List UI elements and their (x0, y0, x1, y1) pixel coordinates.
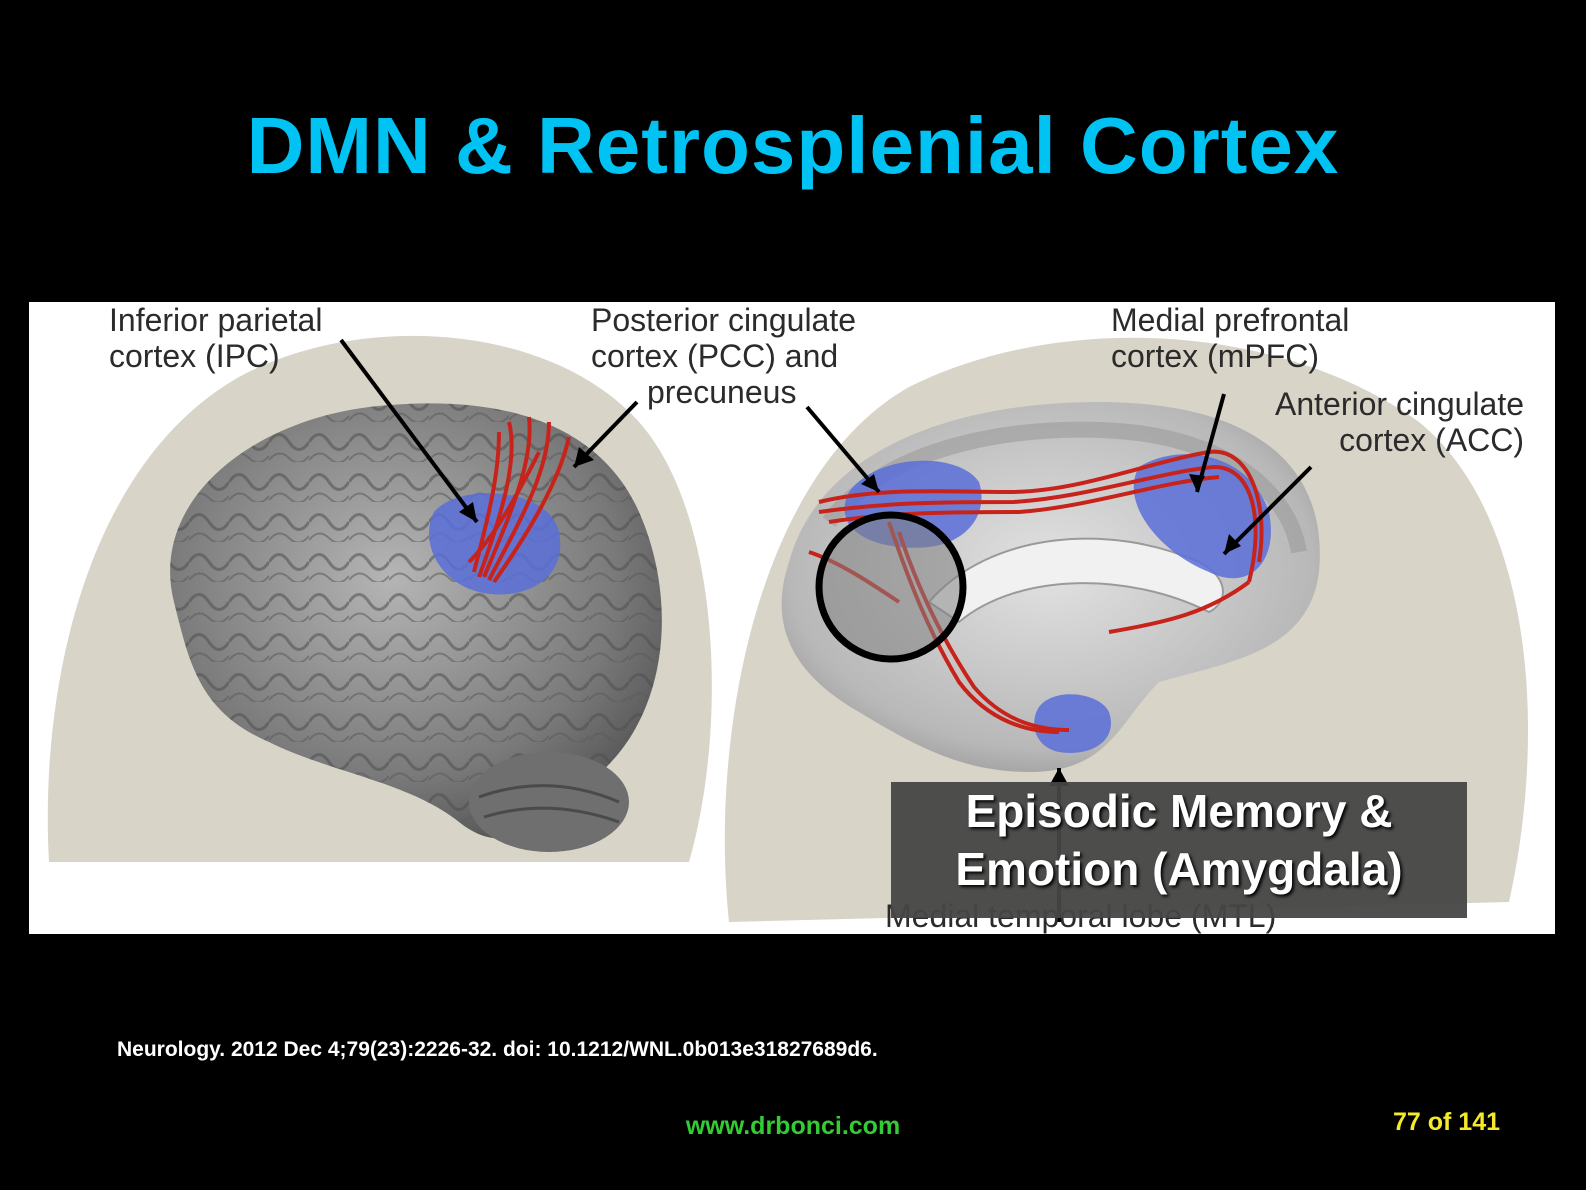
label-pcc: Posterior cingulate cortex (PCC) and pre… (591, 302, 856, 410)
label-mpfc-line2: cortex (mPFC) (1111, 338, 1319, 374)
label-pcc-line1: Posterior cingulate (591, 302, 857, 338)
citation: Neurology. 2012 Dec 4;79(23):2226-32. do… (117, 1038, 878, 1061)
label-pcc-line2: cortex (PCC) and (591, 338, 839, 374)
callout-line1: Episodic Memory & (965, 785, 1393, 837)
label-pcc-line3: precuneus (647, 374, 797, 410)
label-acc: Anterior cingulate cortex (ACC) (1275, 386, 1524, 458)
brain-figure: Inferior parietal cortex (IPC) Posterior… (29, 302, 1555, 934)
episodic-memory-callout: Episodic Memory & Emotion (Amygdala) (891, 782, 1467, 918)
label-ipc: Inferior parietal cortex (IPC) (109, 302, 322, 374)
callout-line2: Emotion (Amygdala) (955, 843, 1403, 895)
label-mpfc: Medial prefrontal cortex (mPFC) (1111, 302, 1349, 374)
label-acc-line2: cortex (ACC) (1339, 422, 1525, 458)
ipc-tract (467, 416, 571, 584)
ipc-region (429, 493, 561, 595)
label-ipc-line1: Inferior parietal (109, 302, 323, 338)
page-indicator: 77 of 141 (1393, 1108, 1501, 1136)
mtl-region (1034, 694, 1111, 753)
retrosplenial-highlight-circle (815, 511, 967, 663)
label-mpfc-line1: Medial prefrontal (1111, 302, 1350, 338)
slide-title: DMN & Retrosplenial Cortex (246, 101, 1340, 190)
label-ipc-line2: cortex (IPC) (109, 338, 280, 374)
website-link[interactable]: www.drbonci.com (685, 1112, 901, 1140)
arrow-heads (459, 447, 1241, 786)
label-acc-line1: Anterior cingulate (1275, 386, 1525, 422)
brain-illustration (47, 335, 1529, 923)
